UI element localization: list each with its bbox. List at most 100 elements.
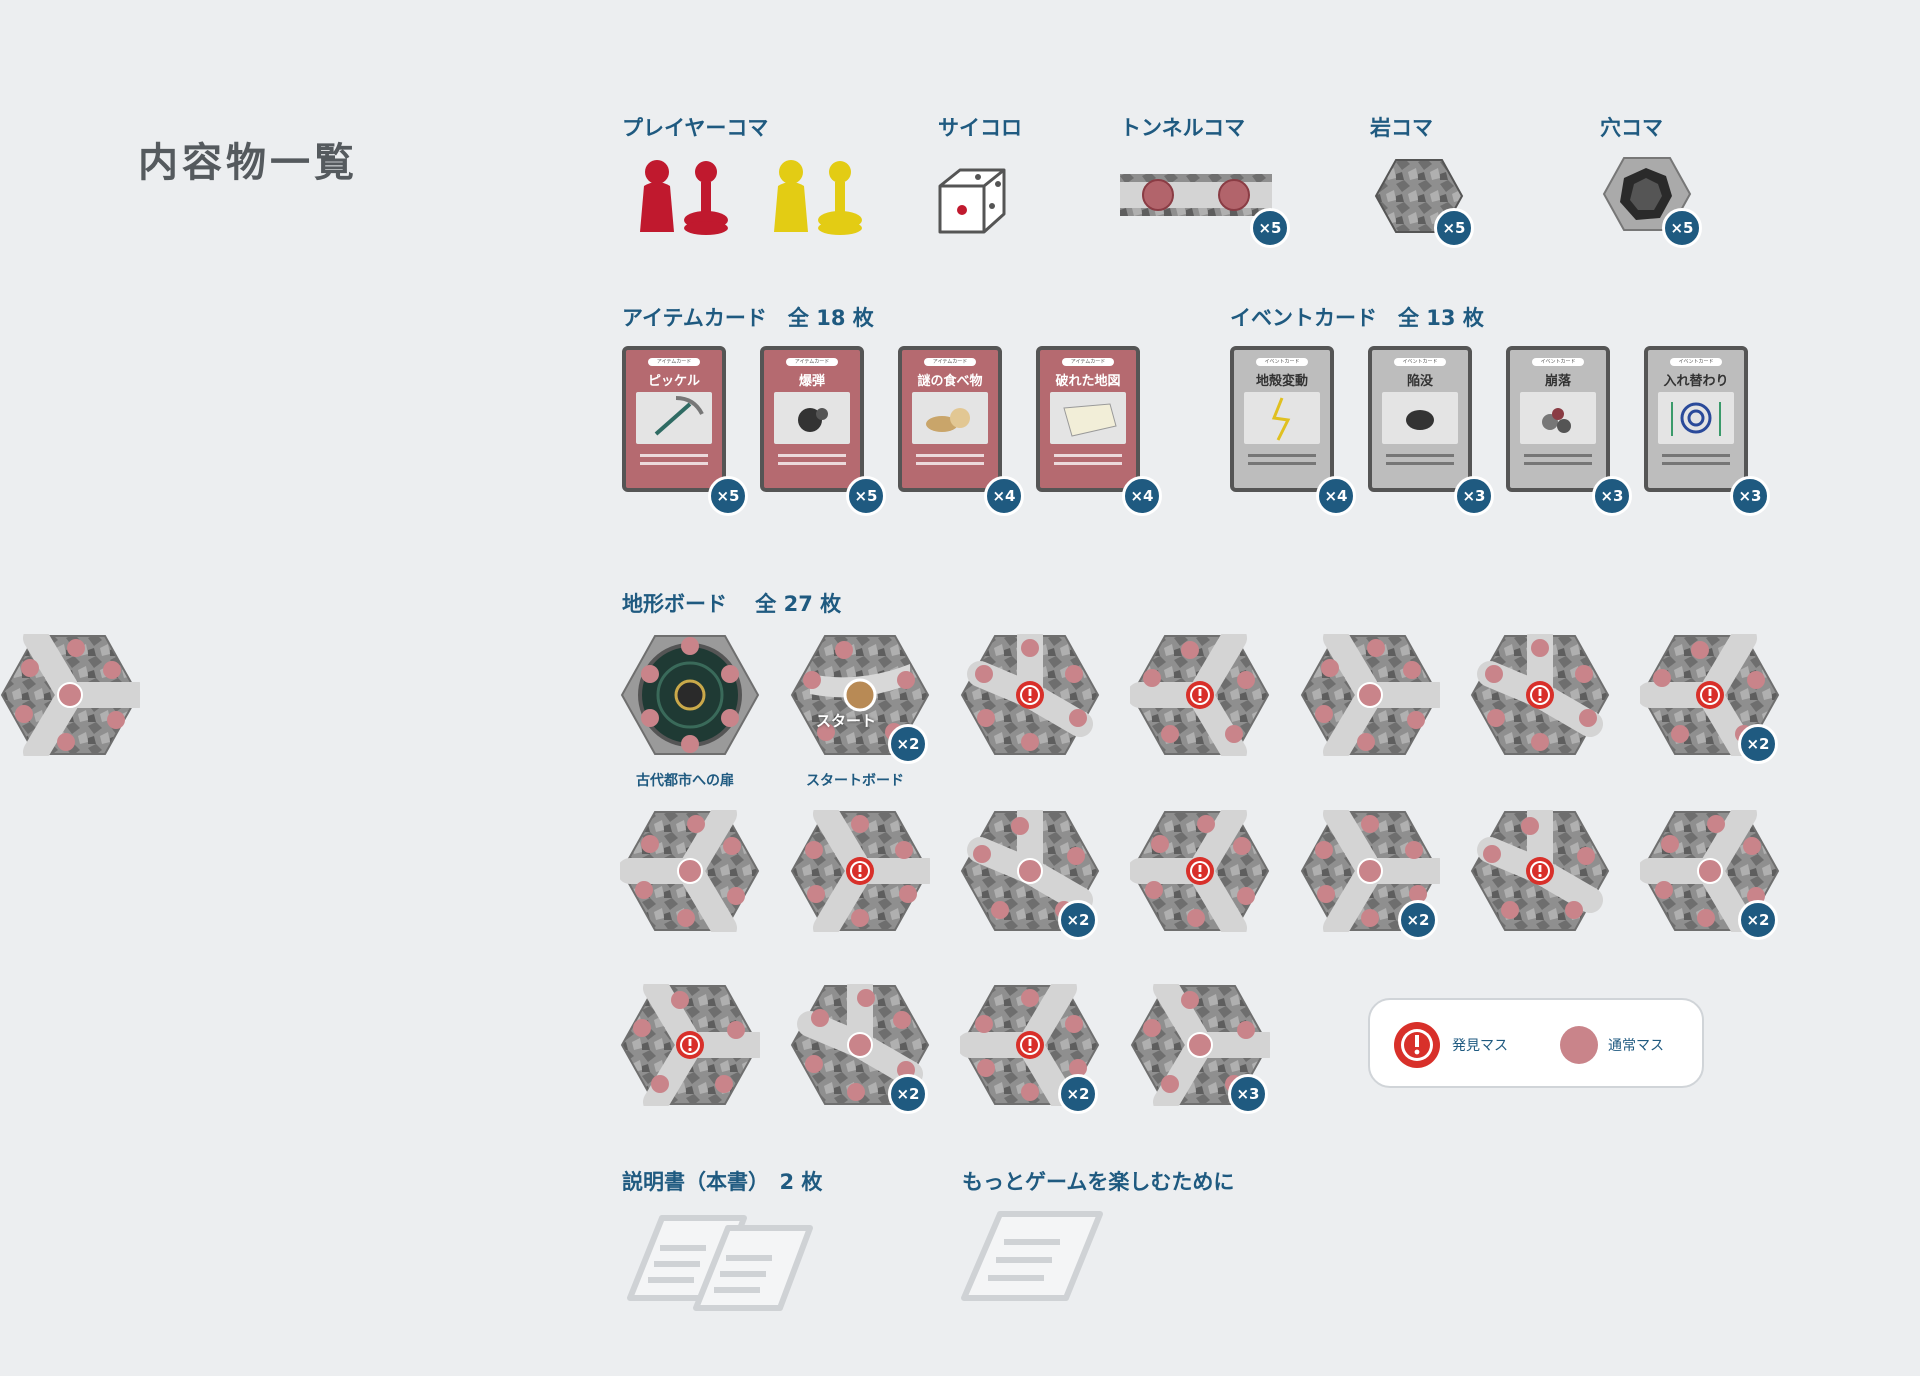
dice-icon [938, 168, 1006, 234]
normal-space [15, 705, 33, 723]
discovery-space [676, 1031, 704, 1059]
card-name: 地殻変動 [1255, 374, 1308, 389]
normal-space [1011, 817, 1029, 835]
normal-space [899, 885, 917, 903]
card-name: 崩落 [1544, 374, 1571, 389]
extra-heading: もっとゲームを楽しむために [962, 1170, 1235, 1194]
normal-space [1707, 815, 1725, 833]
normal-space [1237, 1021, 1255, 1039]
normal-space [1521, 817, 1539, 835]
count-badge: ×4 [1316, 476, 1356, 516]
count-badge: ×2 [888, 724, 928, 764]
ancient-city-gate-board [620, 635, 760, 755]
normal-space [1225, 725, 1243, 743]
normal-space [1143, 1019, 1161, 1037]
count-badge: ×5 [1662, 208, 1702, 248]
count-badge: ×2 [1058, 900, 1098, 940]
normal-space [1017, 858, 1043, 884]
card-name: 入れ替わり [1663, 374, 1729, 389]
card-name: 破れた地図 [1055, 374, 1121, 389]
tunnel-piece-image [1120, 174, 1272, 216]
normal-space [677, 909, 695, 927]
item-card-mystery-food: アイテムカード 謎の食べ物 [898, 346, 1002, 492]
hole-icon [1382, 392, 1458, 444]
terrain-board [961, 634, 1099, 755]
normal-space [1021, 1083, 1039, 1101]
normal-space [1143, 669, 1161, 687]
normal-space [1367, 639, 1385, 657]
event-card-swap: イベントカード 入れ替わり [1644, 346, 1748, 492]
normal-space [975, 665, 993, 683]
count-badge: ×3 [1454, 476, 1494, 516]
normal-space [807, 885, 825, 903]
card-text-line [1248, 462, 1316, 465]
normal-space [1021, 989, 1039, 1007]
count-badge: ×5 [1434, 208, 1474, 248]
card-name: 陥没 [1406, 374, 1433, 389]
normal-space [1237, 887, 1255, 905]
normal-space [1409, 885, 1427, 903]
card-text-line [1524, 462, 1592, 465]
normal-space [811, 1009, 829, 1027]
terrain-board [1640, 810, 1779, 932]
discovery-space [1526, 857, 1554, 885]
normal-space [727, 1021, 745, 1039]
terrain-board [961, 810, 1099, 931]
terrain-board [1130, 634, 1269, 756]
discovery-space-icon [1394, 1022, 1440, 1068]
card-text-line [1386, 454, 1454, 457]
normal-space [1069, 709, 1087, 727]
normal-space [1187, 909, 1205, 927]
normal-space [1321, 659, 1339, 677]
item-card-torn-map: アイテムカード 破れた地図 [1036, 346, 1140, 492]
normal-space [1483, 845, 1501, 863]
card-text-line [1662, 462, 1730, 465]
rubble-icon [1520, 392, 1596, 444]
discovery-space [1186, 681, 1214, 709]
terrain-board [1301, 810, 1440, 932]
terrain-board [960, 984, 1099, 1106]
rock-label: 岩コマ [1370, 116, 1433, 140]
normal-space [1161, 1075, 1179, 1093]
card-text-line [640, 454, 708, 457]
player-pieces-label: プレイヤーコマ [622, 116, 769, 140]
card-name: 爆弾 [798, 374, 825, 389]
normal-space [1237, 671, 1255, 689]
normal-space [895, 841, 913, 859]
normal-space [847, 1083, 865, 1101]
count-badge: ×4 [1122, 476, 1162, 516]
normal-space [651, 1075, 669, 1093]
count-badge: ×5 [846, 476, 886, 516]
card-text-line [1386, 462, 1454, 465]
card-text-line [1248, 454, 1316, 457]
normal-space [1671, 725, 1689, 743]
normal-space [671, 991, 689, 1009]
normal-space [1407, 711, 1425, 729]
terrain-board [791, 810, 930, 932]
discovery-space-label: 発見マス [1452, 1038, 1508, 1054]
manual-heading: 説明書（本書） 2 枚 [622, 1170, 823, 1194]
start-text: スタート [816, 712, 877, 730]
normal-space [1531, 639, 1549, 657]
dice-label: サイコロ [938, 116, 1022, 140]
normal-space [635, 881, 653, 899]
terrain-board [1640, 634, 1779, 756]
count-badge: ×2 [1738, 724, 1778, 764]
normal-space [107, 711, 125, 729]
player-pieces-image [640, 160, 862, 235]
card-type-tag: アイテムカード [786, 358, 838, 366]
normal-space [1485, 665, 1503, 683]
normal-space [805, 1055, 823, 1073]
normal-space [1655, 881, 1673, 899]
map-icon [1050, 392, 1126, 444]
normal-space [1067, 847, 1085, 865]
swirl-icon [1658, 392, 1734, 444]
normal-space [1181, 641, 1199, 659]
card-type-tag: アイテムカード [924, 358, 976, 366]
gate-board-label: 古代都市への扉 [636, 773, 734, 789]
pickaxe-icon [636, 392, 712, 444]
item-cards-heading: アイテムカード 全 18 枚 [622, 306, 874, 330]
normal-space [687, 815, 705, 833]
normal-space [851, 815, 869, 833]
normal-space [805, 841, 823, 859]
